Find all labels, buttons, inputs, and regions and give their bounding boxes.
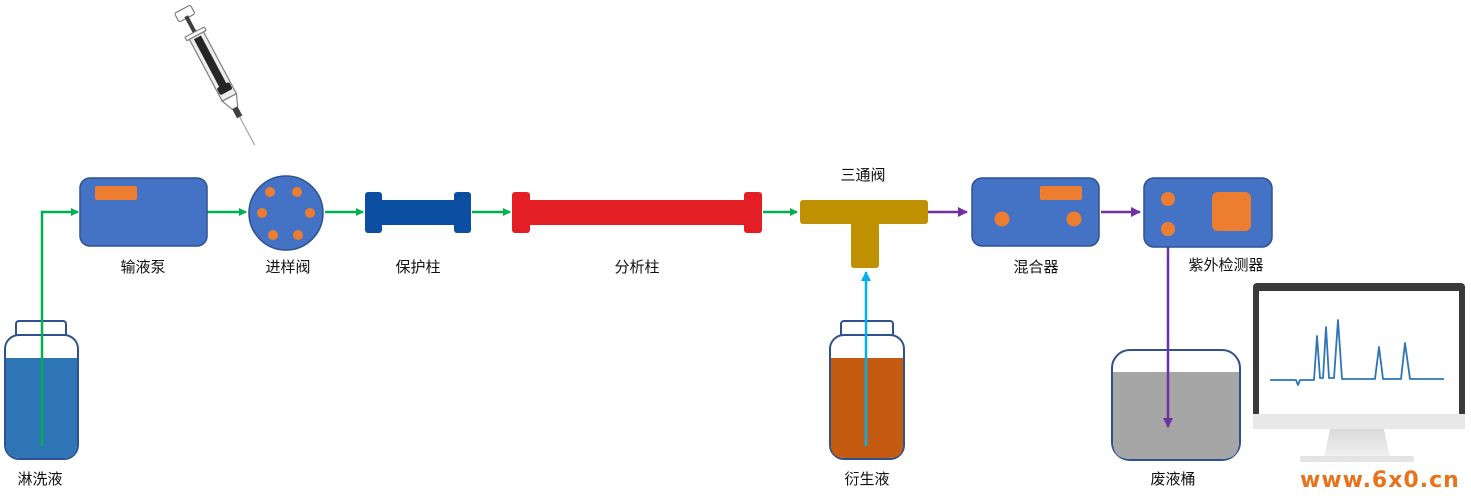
three-way-valve <box>800 200 928 268</box>
label-wash-solution: 淋洗液 <box>17 470 62 488</box>
analytical-column <box>512 192 762 233</box>
uv-detector <box>1143 177 1273 248</box>
label-analytical-column: 分析柱 <box>614 258 659 276</box>
pump <box>79 177 208 247</box>
label-waste-bucket: 废液桶 <box>1150 470 1195 488</box>
label-guard-column: 保护柱 <box>395 258 440 276</box>
label-pump: 输液泵 <box>120 258 165 276</box>
chromatogram-trace <box>1270 319 1444 386</box>
label-uv-detector: 紫外检测器 <box>1188 256 1263 274</box>
label-injection-valve: 进样阀 <box>265 258 310 276</box>
mixer <box>971 177 1100 247</box>
syringe-icon <box>174 5 256 146</box>
pump-display <box>95 186 137 200</box>
label-mixer: 混合器 <box>1013 258 1058 276</box>
label-derivatization-solution: 衍生液 <box>844 470 889 488</box>
guard-column <box>365 192 471 233</box>
waste-bucket <box>1111 349 1241 461</box>
flow-lines <box>40 207 1173 446</box>
injection-valve <box>248 175 324 251</box>
watermark: www.6x0.cn <box>1300 468 1460 493</box>
flow-wash-to-pump <box>40 208 79 446</box>
computer-monitor-icon <box>1253 283 1465 462</box>
label-three-way-valve: 三通阀 <box>840 166 885 184</box>
